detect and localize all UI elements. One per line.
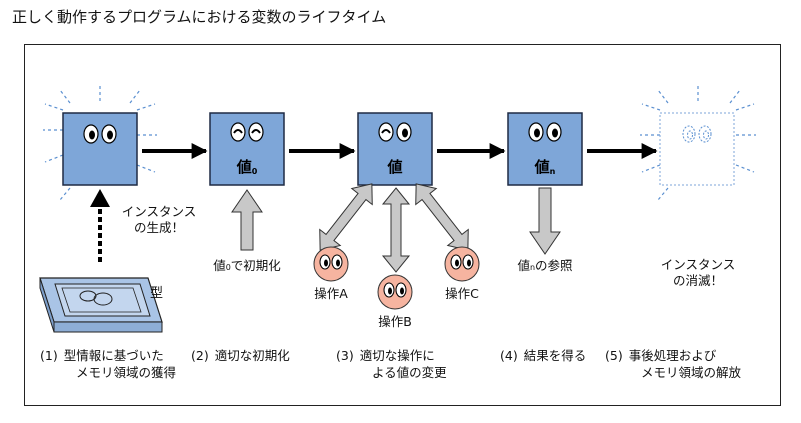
type-template <box>39 277 163 333</box>
creation-arrow <box>90 189 110 262</box>
eyes-happy <box>230 122 264 142</box>
operation-a-arrow <box>319 183 373 251</box>
operation-b-label: 操作B <box>378 314 412 329</box>
value-box <box>357 112 433 186</box>
diagram-frame <box>24 44 781 406</box>
step-3: (3)適切な操作に よる値の変更 <box>336 348 447 380</box>
eyes-faded <box>682 125 712 143</box>
disposal-glow-rays <box>640 86 756 201</box>
eyes-wink <box>378 122 412 142</box>
eyes-open <box>83 124 117 144</box>
initial-value-label: 値0 <box>236 158 258 176</box>
step-1: (1)型情報に基づいた メモリ領域の獲得 <box>40 348 177 380</box>
initialization-note: 値0で初期化 <box>213 258 281 273</box>
operation-c-label: 操作C <box>445 286 479 301</box>
instance-disposal-note: インスタンスの消滅！ <box>660 257 736 288</box>
reference-arrow <box>529 187 561 255</box>
step-5: (5)事後処理および メモリ領域の解放 <box>605 348 742 380</box>
instance-box-created <box>62 112 138 186</box>
final-value-box <box>507 112 583 186</box>
initial-value-box <box>209 112 285 186</box>
operation-a-label: 操作A <box>314 286 348 301</box>
operation-c-face <box>444 246 480 282</box>
type-label: 型 <box>150 286 164 301</box>
creation-glow-rays <box>43 86 157 201</box>
eyes-open <box>528 122 562 142</box>
operation-a-face <box>313 246 349 282</box>
reference-note: 値nの参照 <box>517 258 573 273</box>
step-4: (4)結果を得る <box>500 348 587 363</box>
diagram-title: 正しく動作するプログラムにおける変数のライフタイム <box>12 8 387 26</box>
operation-b-face <box>377 274 413 310</box>
value-label: 値 <box>386 158 402 176</box>
operation-b-arrow <box>381 187 411 273</box>
step-2: (2)適切な初期化 <box>191 348 290 363</box>
operation-c-arrow <box>415 183 469 251</box>
initialization-arrow <box>231 189 263 251</box>
instance-box-disposed <box>659 112 735 186</box>
final-value-label: 値n <box>534 158 556 176</box>
instance-creation-note: インスタンスの生成！ <box>121 204 197 235</box>
